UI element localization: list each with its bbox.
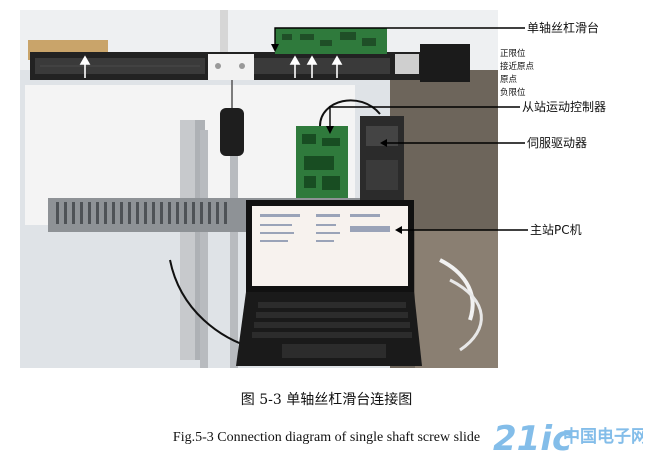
servo-motor: [420, 44, 470, 82]
caption-chinese: 图 5-3 单轴丝杠滑台连接图: [240, 392, 413, 408]
leader-controller: [329, 106, 520, 128]
hanging-weight: [220, 108, 244, 156]
svg-text:21ic: 21ic: [493, 419, 572, 458]
label-slide-table: 单轴丝杠滑台: [527, 21, 600, 35]
label-positive-limit: 正限位: [500, 49, 526, 59]
label-master-pc: 主站PC机: [530, 223, 582, 237]
label-servo-driver: 伺服驱动器: [527, 136, 588, 150]
setup-photo: [20, 10, 498, 368]
svg-text:中国电子网: 中国电子网: [563, 426, 643, 447]
label-negative-limit: 负限位: [500, 88, 526, 98]
label-near-origin: 接近原点: [500, 62, 535, 72]
laptop-screen: [252, 206, 408, 286]
label-slave-controller: 从站运动控制器: [522, 100, 607, 114]
caption-english: Fig.5-3 Connection diagram of single sha…: [172, 430, 481, 445]
leader-slide-table: [274, 27, 525, 46]
label-origin: 原点: [500, 75, 518, 85]
watermark-logo: 21ic 中国电子网: [493, 419, 643, 458]
